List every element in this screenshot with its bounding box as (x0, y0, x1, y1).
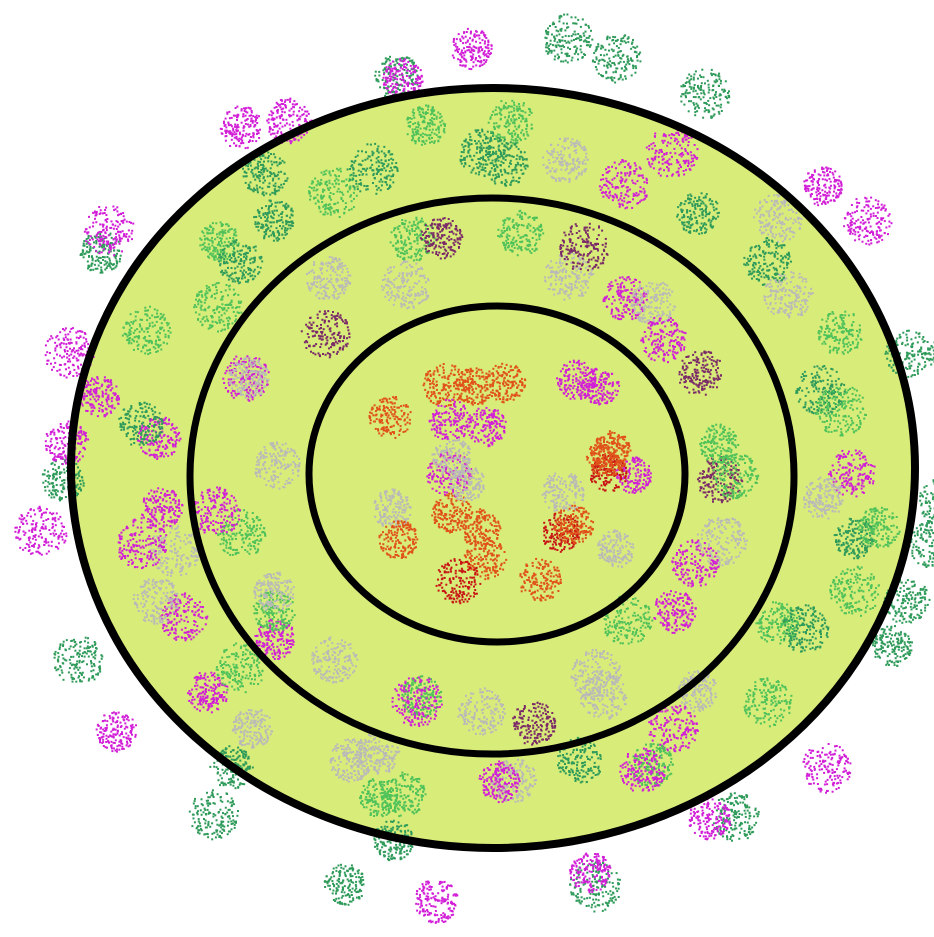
outer-edge-cluster (189, 789, 239, 840)
outer-edge-cluster (592, 34, 642, 83)
outer-edge-cluster (220, 106, 261, 150)
outer-edge-cluster (803, 743, 852, 794)
outer-edge-cluster (324, 864, 365, 906)
outer-edge-cluster (452, 28, 493, 70)
outer-edge-cluster (415, 881, 458, 924)
filled-disk (71, 88, 915, 848)
outer-edge-cluster (14, 506, 67, 556)
outer-edge-cluster (54, 637, 104, 683)
fill-layer (71, 88, 915, 848)
outer-edge-cluster (919, 477, 934, 528)
outer-edge-cluster (680, 69, 730, 119)
outer-edge-cluster (928, 336, 934, 378)
outer-edge-cluster (843, 197, 892, 246)
outer-edge-cluster (803, 167, 842, 207)
outer-edge-cluster (544, 14, 593, 64)
outer-edge-cluster (96, 711, 137, 752)
